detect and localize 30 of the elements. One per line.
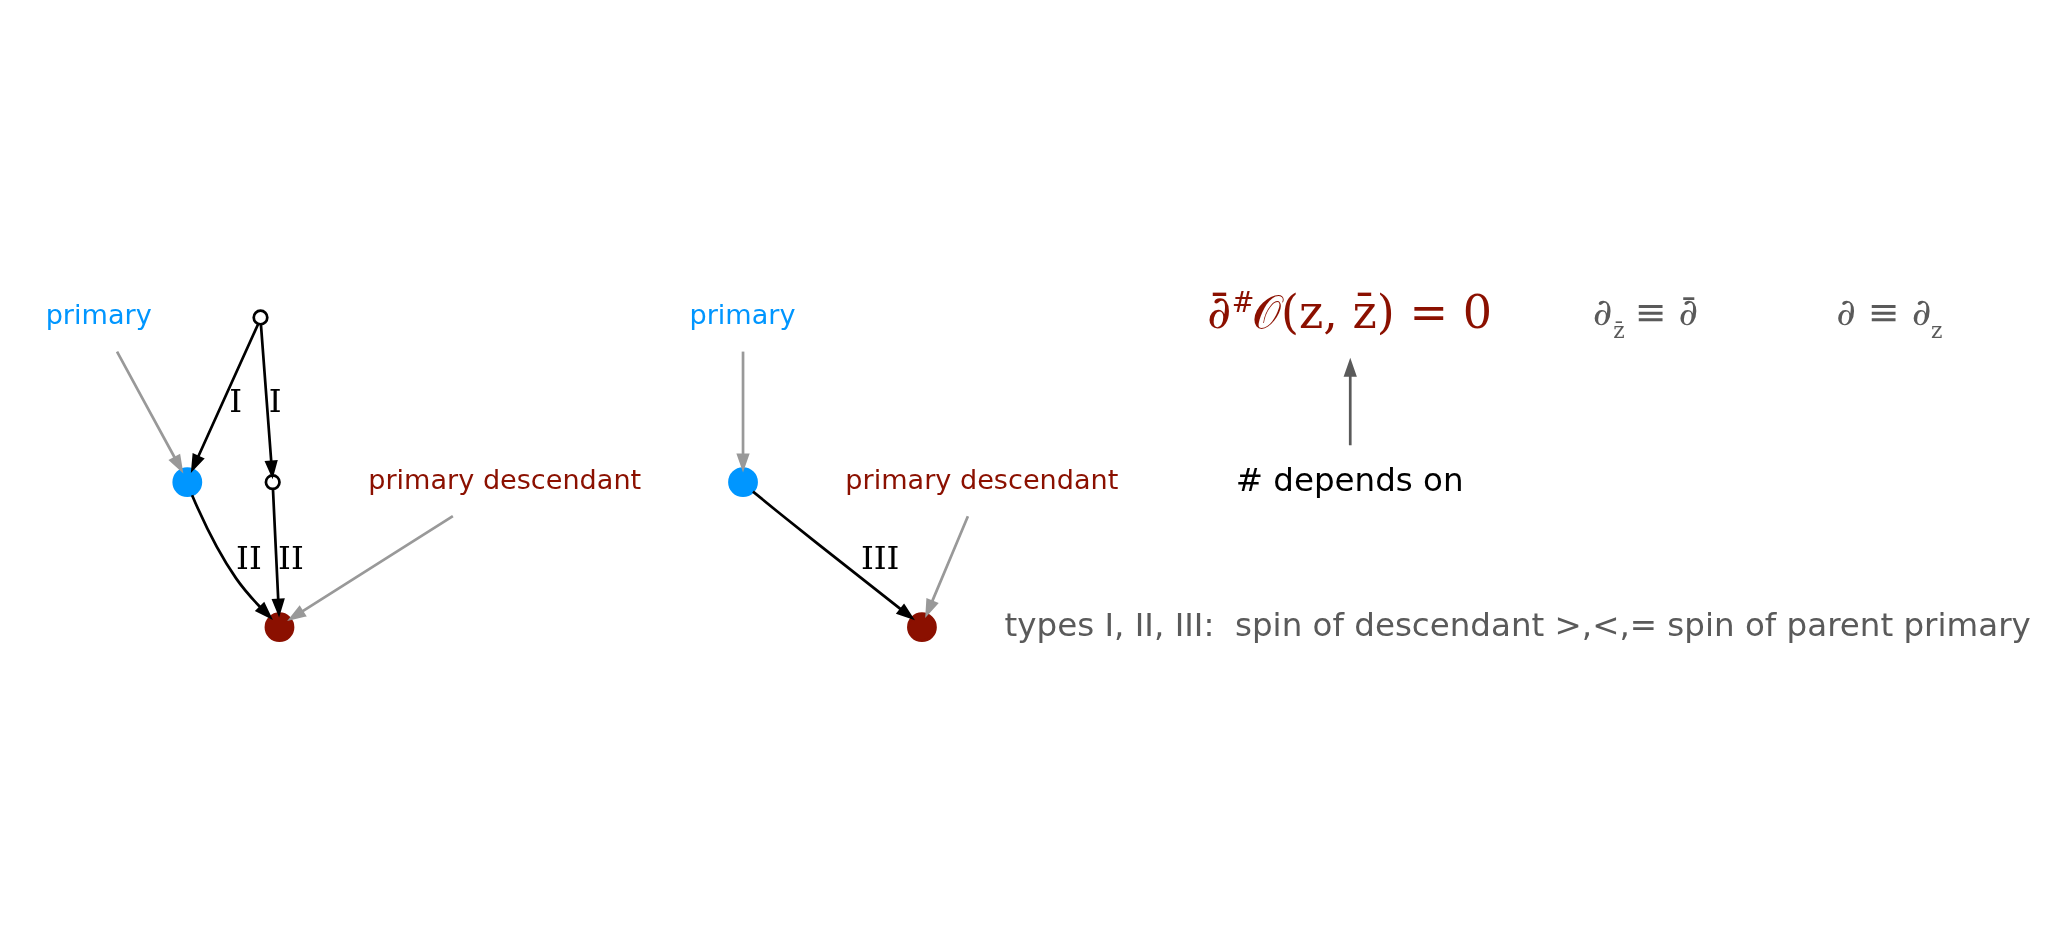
- arrow: [190, 494, 273, 620]
- arrow: [259, 324, 278, 480]
- node-circle: [264, 474, 281, 491]
- edge-label: I: [268, 381, 282, 420]
- arrow: [190, 323, 260, 473]
- label: ∂ ≡ ∂$_{z}$: [1836, 290, 1943, 343]
- node-text: primary descendant: [368, 463, 642, 495]
- edge-label: I: [229, 381, 243, 420]
- node-text: primary descendant: [845, 463, 1119, 495]
- arrow: [271, 489, 285, 618]
- node-circle: [728, 467, 758, 498]
- node-circle: [907, 612, 937, 643]
- arrow: [752, 490, 915, 621]
- label: ∂$_{z̄}$ ≡ ∂̄: [1592, 290, 1699, 343]
- edge-label: II: [278, 539, 304, 578]
- arrow: [925, 515, 970, 619]
- node-text: # depends on: [1235, 460, 1464, 499]
- node-circle: [172, 467, 203, 498]
- node-text: primary: [689, 299, 796, 331]
- node-text: ∂̄$^{#}$𝒪(z, z̄) = 0: [1207, 284, 1493, 339]
- node-text: primary: [45, 299, 152, 331]
- node-circle: [264, 612, 295, 643]
- edge-label: II: [236, 539, 262, 578]
- arrow: [287, 515, 454, 621]
- arrow: [1343, 357, 1357, 446]
- edge-label: III: [860, 539, 900, 578]
- node-circle: [252, 309, 269, 326]
- arrow: [736, 351, 750, 473]
- arrow: [115, 350, 184, 474]
- label: types I, II, III: spin of descendant >,<,= spin of parent primary: [1004, 605, 2031, 644]
